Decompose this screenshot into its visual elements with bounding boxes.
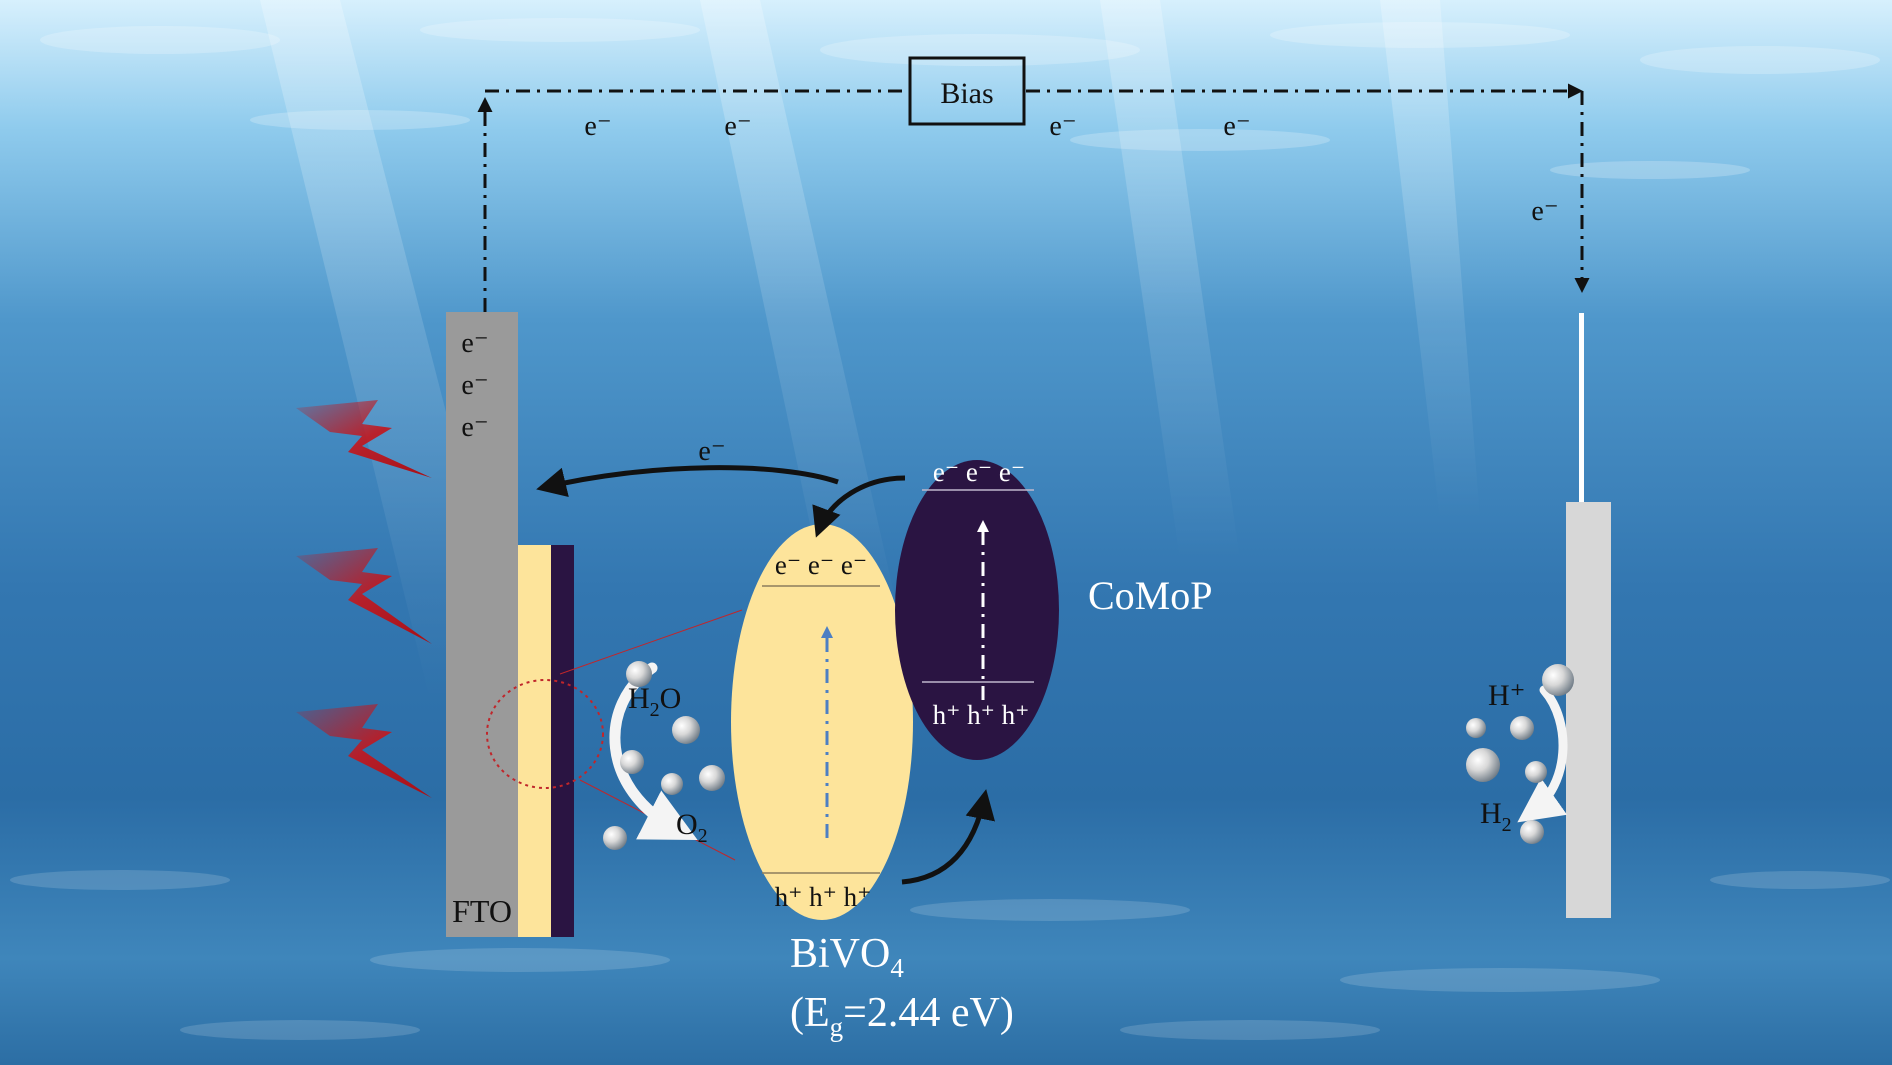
h2-label: H2 — [1480, 797, 1512, 836]
bubble — [1525, 761, 1547, 783]
lightning-bolt-1 — [296, 400, 432, 478]
bubble — [626, 661, 652, 687]
bubble — [699, 765, 725, 791]
circuit-electron-1: e⁻ — [584, 111, 611, 142]
bubble — [661, 773, 683, 795]
bivo4-film-layer — [518, 545, 551, 937]
comop-band-ellipse — [895, 460, 1059, 760]
bubble — [1466, 748, 1500, 782]
bubble — [1542, 664, 1574, 696]
transfer-electron-label: e⁻ — [698, 436, 725, 467]
electron-transfer-arrow-comop-to-bivo4 — [812, 475, 906, 538]
bivo4-vb-holes: h⁺ h⁺ h⁺ — [775, 882, 872, 912]
bubble — [1510, 716, 1534, 740]
bubble — [603, 826, 627, 850]
surface-ripples — [40, 18, 1880, 179]
bubble — [1520, 820, 1544, 844]
bivo4-cb-electrons: e⁻ e⁻ e⁻ — [775, 550, 867, 580]
reduction-bubbles — [1466, 664, 1574, 844]
o2-label: O2 — [676, 808, 708, 847]
hole-transfer-arrow-bivo4-to-comop — [901, 789, 995, 885]
fto-label: FTO — [452, 893, 512, 929]
fto-electron-2: e⁻ — [461, 370, 488, 401]
floor-caustics — [10, 870, 1890, 1040]
bubble — [672, 716, 700, 744]
circuit-electron-3: e⁻ — [1049, 111, 1076, 142]
magnification-line-top — [559, 609, 743, 675]
bivo4-band-gap-label: (Eg=2.44 eV) — [790, 990, 1014, 1042]
reduction-curved-arrow — [1517, 685, 1568, 823]
comop-vb-holes: h⁺ h⁺ h⁺ — [933, 700, 1030, 730]
circuit-electron-4: e⁻ — [1223, 111, 1250, 142]
light-bolts — [296, 400, 432, 798]
bias-box — [908, 56, 1026, 126]
bubble — [620, 750, 644, 774]
external-circuit — [477, 83, 1590, 312]
h2o-label: H2O — [628, 682, 681, 721]
comop-label: CoMoP — [1088, 573, 1213, 618]
lightning-bolt-3 — [296, 704, 432, 798]
electron-transfer-arrow-to-fto — [536, 465, 839, 497]
lightning-bolt-2 — [296, 548, 432, 644]
counter-electrode-wire — [1579, 313, 1584, 503]
counter-electrode — [1566, 502, 1611, 918]
bivo4-label: BiVO4 — [790, 931, 904, 983]
oxidation-bubbles — [603, 661, 725, 850]
circuit-electron-right: e⁻ — [1531, 196, 1558, 227]
fto-substrate — [446, 312, 518, 937]
comop-film-layer — [551, 545, 574, 937]
fto-electron-3: e⁻ — [461, 412, 488, 443]
bias-label: Bias — [940, 77, 993, 110]
fto-electron-1: e⁻ — [461, 328, 488, 359]
h-plus-label: H⁺ — [1488, 679, 1526, 712]
bubble — [1466, 718, 1486, 738]
comop-cb-electrons: e⁻ e⁻ e⁻ — [933, 457, 1025, 487]
magnification-ring — [486, 679, 604, 789]
circuit-electron-2: e⁻ — [724, 111, 751, 142]
bivo4-band-ellipse — [731, 524, 913, 920]
